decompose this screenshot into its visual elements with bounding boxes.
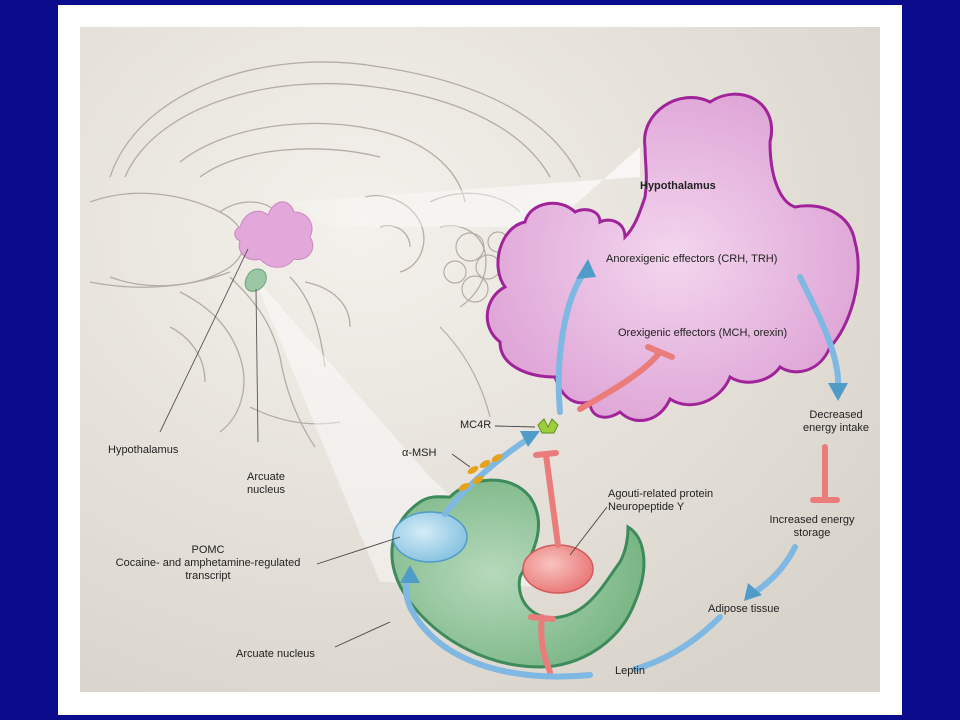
brain-arcuate-small bbox=[244, 268, 267, 292]
increased-storage-line-1: Increased energy bbox=[769, 514, 855, 526]
label-leader-lines bbox=[316, 425, 608, 648]
mc4r-receptor bbox=[537, 418, 559, 434]
agrp-label: Agouti-related protein Neuropeptide Y bbox=[608, 488, 713, 514]
arrowheads bbox=[400, 259, 848, 601]
arrow-anorexigenic-to-intake bbox=[797, 274, 842, 390]
arrowhead-intake bbox=[828, 383, 848, 401]
arrow-mc4r-to-anorexigenic bbox=[555, 269, 588, 415]
alpha-msh-label: α-MSH bbox=[402, 447, 437, 459]
leptin-label: Leptin bbox=[615, 665, 645, 677]
arrowhead-anorexigenic bbox=[576, 259, 596, 279]
brain-arcuate-label: Arcuate nucleus bbox=[236, 471, 296, 497]
inhibitory-pathways bbox=[528, 344, 840, 675]
brain-arcuate-line-2: nucleus bbox=[247, 484, 285, 496]
inhibit-bar-orexigenic bbox=[645, 344, 675, 360]
brain-hypothalamus-label: Hypothalamus bbox=[108, 444, 179, 456]
decreased-intake-line-1: Decreased bbox=[809, 409, 863, 421]
pomc-neuron bbox=[392, 511, 468, 563]
inhibit-agrp-to-mc4r bbox=[543, 452, 561, 548]
arrow-adipose-to-leptin bbox=[632, 614, 723, 672]
arrow-storage-to-adipose bbox=[752, 544, 798, 595]
arrowhead-adipose bbox=[744, 583, 762, 601]
decreased-intake-label: Decreased energy intake bbox=[786, 409, 886, 435]
brain-arcuate-line-1: Arcuate bbox=[247, 471, 285, 483]
arrowhead-mc4r bbox=[520, 431, 540, 447]
increased-storage-line-2: storage bbox=[793, 527, 831, 539]
arrow-leptin-to-pomc bbox=[402, 576, 593, 680]
pomc-line-3: transcript bbox=[185, 570, 231, 582]
pomc-line-1: POMC bbox=[191, 544, 225, 556]
hypothalamus-title: Hypothalamus bbox=[640, 180, 716, 192]
stimulatory-pathways bbox=[402, 269, 842, 680]
leader-brain-hypothalamus bbox=[159, 248, 249, 433]
anorexigenic-label: Anorexigenic effectors (CRH, TRH) bbox=[606, 253, 778, 265]
inhibit-leptin-to-agrp bbox=[538, 614, 553, 675]
arrow-pomc-to-mc4r bbox=[442, 436, 531, 517]
brain-hypothalamus-small bbox=[234, 201, 314, 268]
agrp-line-2: Neuropeptide Y bbox=[608, 501, 685, 513]
leptin-pathway-diagram bbox=[80, 27, 880, 692]
hypothalamus-large bbox=[485, 92, 860, 422]
pomc-line-2: Cocaine- and amphetamine-regulated bbox=[115, 557, 301, 569]
increased-storage-label: Increased energy storage bbox=[752, 514, 872, 540]
inhibit-bar-agrp bbox=[528, 614, 556, 622]
alpha-msh-particles bbox=[458, 454, 503, 491]
arcuate-nucleus-label: Arcuate nucleus bbox=[236, 648, 315, 660]
adipose-tissue-label: Adipose tissue bbox=[708, 603, 780, 615]
agrp-neuron bbox=[522, 544, 594, 594]
decreased-intake-line-2: energy intake bbox=[802, 422, 870, 434]
leader-brain-arcuate bbox=[255, 288, 259, 443]
mc4r-label: MC4R bbox=[460, 419, 492, 431]
inhibit-to-orexigenic bbox=[577, 349, 663, 412]
inhibit-bar-mc4r bbox=[533, 450, 559, 458]
orexigenic-label: Orexigenic effectors (MCH, orexin) bbox=[618, 327, 788, 339]
arrowhead-pomc bbox=[400, 565, 420, 583]
agrp-line-1: Agouti-related protein bbox=[608, 488, 714, 500]
pomc-label: POMC Cocaine- and amphetamine-regulated … bbox=[98, 544, 318, 583]
